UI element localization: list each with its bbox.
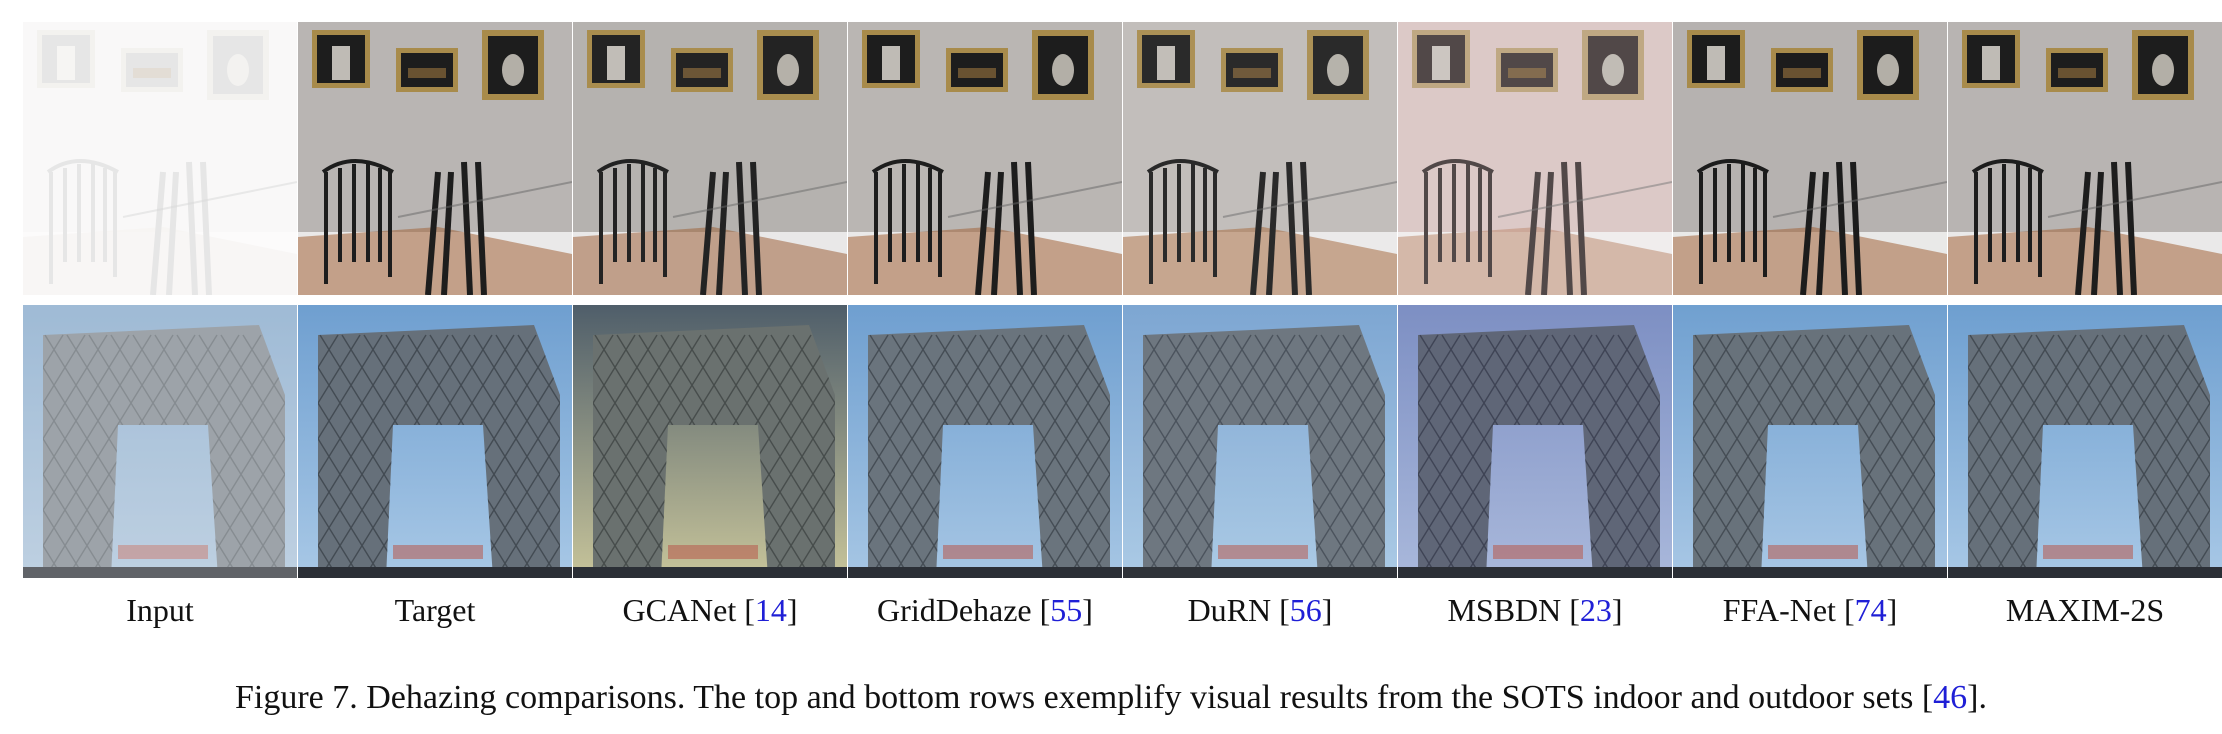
indoor-result-image-msbdn (1398, 22, 1672, 295)
outdoor-result-image-target (298, 305, 572, 578)
label-gcanet: GCANet [14] (622, 592, 798, 628)
citation-link[interactable]: 14 (754, 592, 787, 628)
outdoor-result-image-griddehaze (848, 305, 1122, 578)
outdoor-result-image-maxim-2s (1948, 305, 2222, 578)
outdoor-result-image-durn (1123, 305, 1397, 578)
indoor-result-image-griddehaze (848, 22, 1122, 295)
label-msbdn: MSBDN [23] (1447, 592, 1623, 628)
label-ffanet: FFA-Net [74] (1722, 592, 1898, 628)
indoor-result-image-target (298, 22, 572, 295)
citation-link[interactable]: 74 (1854, 592, 1887, 628)
label-griddehaze: GridDehaze [55] (877, 592, 1093, 628)
citation-link[interactable]: 55 (1050, 592, 1083, 628)
indoor-result-image-maxim-2s (1948, 22, 2222, 295)
outdoor-result-image-input (23, 305, 297, 578)
label-target: Target (394, 592, 476, 628)
caption-citation-link[interactable]: 46 (1933, 679, 1968, 716)
outdoor-result-image-msbdn (1398, 305, 1672, 578)
indoor-result-image-input (23, 22, 297, 295)
figure-caption: Figure 7. Dehazing comparisons. The top … (234, 679, 1987, 716)
indoor-result-image-ffa-net (1673, 22, 1947, 295)
label-input: Input (126, 592, 194, 628)
citation-link[interactable]: 23 (1579, 592, 1612, 628)
indoor-result-image-gcanet (573, 22, 847, 295)
label-durn: DuRN [56] (1187, 592, 1333, 628)
citation-link[interactable]: 56 (1289, 592, 1322, 628)
outdoor-result-image-gcanet (573, 305, 847, 578)
outdoor-result-image-ffa-net (1673, 305, 1947, 578)
indoor-result-image-durn (1123, 22, 1397, 295)
label-maxim-2s: MAXIM-2S (2005, 592, 2165, 628)
figure-image-grid (23, 22, 2222, 578)
column-labels: Input Target GCANet [14] GridDehaze [55]… (23, 590, 2222, 630)
